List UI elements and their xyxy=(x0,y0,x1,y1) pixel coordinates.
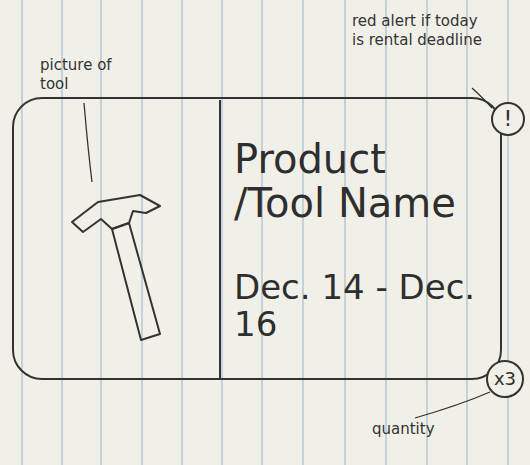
annotation-note: red alert if today is rental deadline xyxy=(352,12,490,50)
alert-circle: ! xyxy=(491,102,525,136)
ruled-lines xyxy=(22,0,508,465)
leader-lines xyxy=(84,88,492,418)
rental-dates: Dec. 14 - Dec. 16 xyxy=(234,269,489,344)
divider-line xyxy=(219,100,221,378)
hammer-drawing xyxy=(72,195,160,340)
quantity-circle-text: x3 xyxy=(494,370,516,388)
rental-card: Product /Tool NameDec. 14 - Dec. 16 xyxy=(12,97,502,380)
alert-circle-text: ! xyxy=(504,108,513,130)
quantity-circle: x3 xyxy=(486,360,524,398)
annotation-note: picture of tool xyxy=(40,56,135,94)
annotation-note: quantity xyxy=(372,420,482,439)
product-name: Product /Tool Name xyxy=(234,137,489,225)
